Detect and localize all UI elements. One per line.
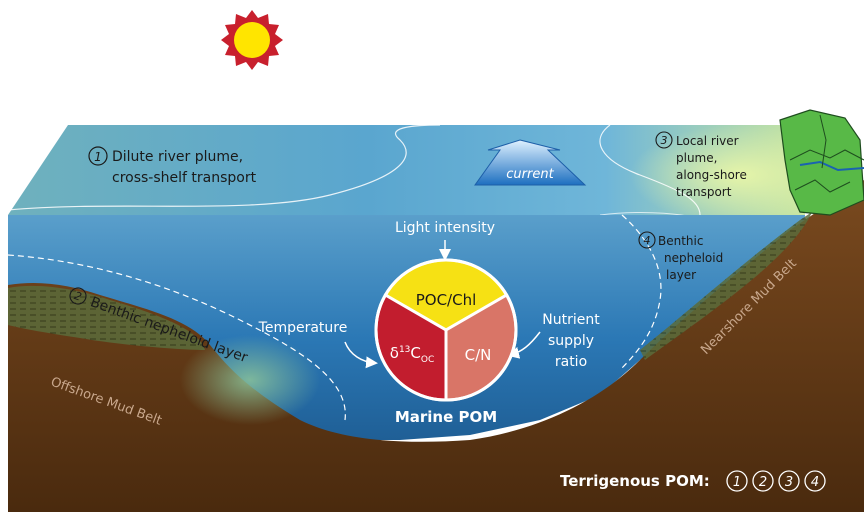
svg-text:Terrigenous POM:: Terrigenous POM: <box>560 472 710 490</box>
sediment <box>8 180 864 512</box>
svg-text:Dilute river plume,: Dilute river plume, <box>112 149 243 165</box>
ocean-surface <box>8 125 805 215</box>
svg-text:along-shore: along-shore <box>676 168 747 182</box>
svg-text:1: 1 <box>733 475 741 490</box>
label-dilute-plume: 1 Dilute river plume, cross-shelf transp… <box>88 146 257 186</box>
sun-icon <box>221 10 283 70</box>
nutrient-label-1: Nutrient <box>542 312 600 328</box>
marine-pom-label: Marine POM <box>395 408 497 426</box>
svg-text:2: 2 <box>759 475 767 490</box>
legend-num-2: 2 <box>752 470 774 492</box>
nearshore-mud-belt <box>640 212 812 360</box>
svg-text:3: 3 <box>661 134 668 147</box>
offshore-mud-belt <box>8 285 205 350</box>
coastal-land <box>779 109 864 216</box>
nutrient-label-2: supply <box>548 333 594 349</box>
svg-text:Benthic: Benthic <box>658 234 703 248</box>
plume-boundary-left <box>7 124 441 211</box>
svg-text:layer: layer <box>666 268 696 282</box>
svg-text:cross-shelf transport: cross-shelf transport <box>112 170 257 186</box>
svg-text:3: 3 <box>785 475 793 490</box>
marine-pom-pie: POC/Chl δ13COC C/N <box>374 258 518 402</box>
svg-text:4: 4 <box>644 234 651 247</box>
legend-num-1: 1 <box>726 470 748 492</box>
terrigenous-legend: Terrigenous POM: 1 2 3 4 <box>560 470 826 492</box>
svg-text:1: 1 <box>94 150 102 164</box>
plume-boundary-right <box>599 124 701 216</box>
current-label: current <box>506 167 554 182</box>
light-intensity-label: Light intensity <box>395 220 495 236</box>
temperature-label: Temperature <box>258 320 348 336</box>
svg-text:4: 4 <box>811 475 819 490</box>
svg-text:POC/Chl: POC/Chl <box>416 291 477 309</box>
delta-label: δ13COC <box>390 344 435 365</box>
label-local-plume: 3 Local river plume, along-shore transpo… <box>655 131 747 199</box>
svg-text:C/N: C/N <box>465 346 492 364</box>
temperature-arrow <box>344 341 378 369</box>
current-arrow: current <box>474 139 587 186</box>
legend-num-3: 3 <box>778 470 800 492</box>
svg-text:plume,: plume, <box>676 151 717 165</box>
svg-text:nepheloid: nepheloid <box>664 251 723 265</box>
nutrient-label-3: ratio <box>555 354 587 370</box>
svg-text:transport: transport <box>676 185 732 199</box>
offshore-green-glow <box>180 335 320 425</box>
svg-text:2: 2 <box>72 289 83 304</box>
legend-num-4: 4 <box>804 470 826 492</box>
label-benthic-nearshore: 4 Benthic nepheloid layer <box>619 214 723 371</box>
svg-text:Local river: Local river <box>676 134 739 148</box>
